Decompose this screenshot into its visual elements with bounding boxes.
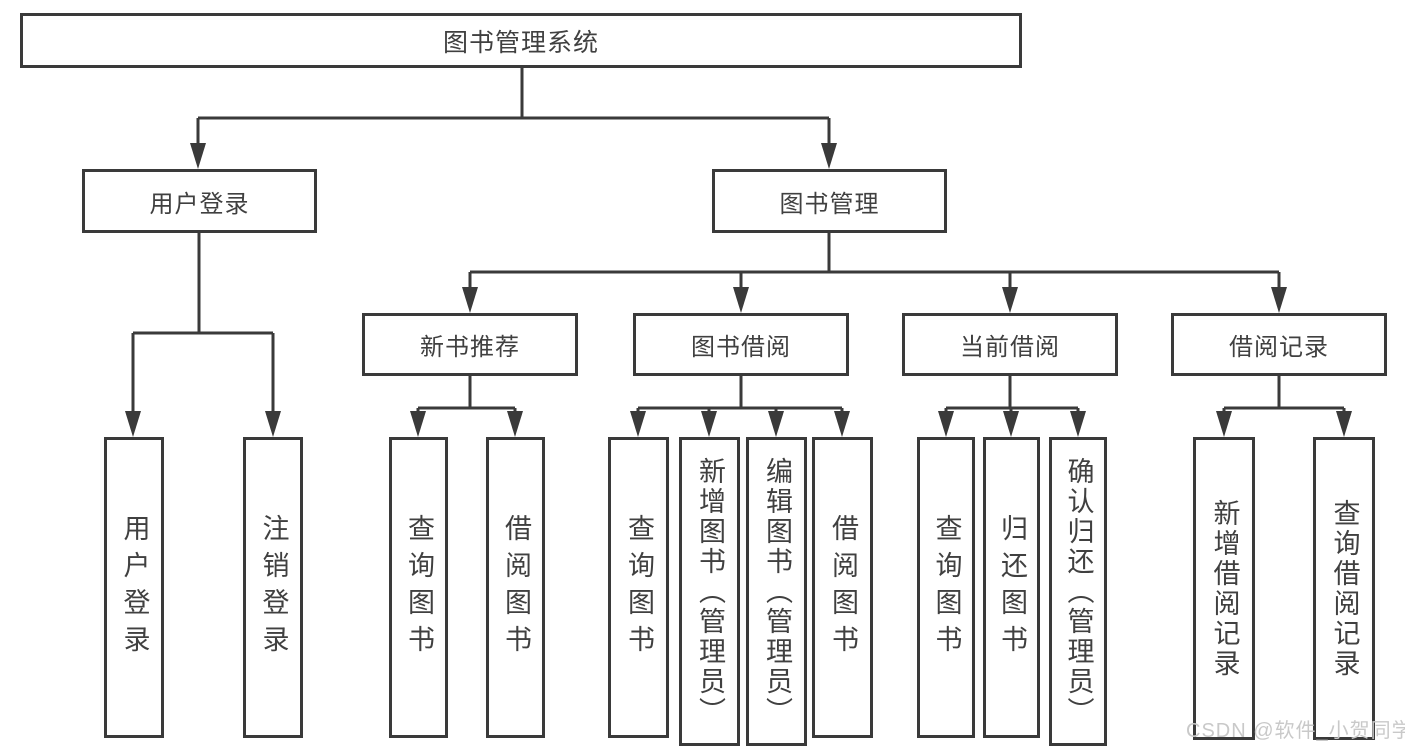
leaf-borrow-add-books-admin-label: 新增图书（管理员） bbox=[695, 456, 725, 727]
node-book-borrow: 图书借阅 bbox=[633, 313, 849, 376]
leaf-user-login: 用户登录 bbox=[104, 437, 164, 738]
node-new-book-recommend: 新书推荐 bbox=[362, 313, 578, 376]
node-system-root: 图书管理系统 bbox=[20, 13, 1022, 68]
leaf-current-confirm-return-admin: 确认归还（管理员） bbox=[1049, 437, 1107, 746]
leaf-borrow-borrow-books: 借阅图书 bbox=[812, 437, 873, 738]
leaf-borrow-edit-books-admin: 编辑图书（管理员） bbox=[746, 437, 807, 746]
leaf-recommend-query-books: 查询图书 bbox=[389, 437, 448, 738]
leaf-records-add-record-label: 新增借阅记录 bbox=[1209, 498, 1240, 679]
arrowheads bbox=[125, 143, 1352, 437]
node-book-management: 图书管理 bbox=[712, 169, 947, 233]
leaf-current-confirm-return-admin-label: 确认归还（管理员） bbox=[1063, 456, 1094, 727]
leaf-current-query-books: 查询图书 bbox=[917, 437, 975, 738]
leaf-records-query-record: 查询借阅记录 bbox=[1313, 437, 1375, 740]
leaf-borrow-add-books-admin: 新增图书（管理员） bbox=[679, 437, 740, 746]
leaf-recommend-query-books-label: 查询图书 bbox=[404, 513, 434, 662]
leaf-recommend-borrow-books: 借阅图书 bbox=[486, 437, 545, 738]
node-borrow-records: 借阅记录 bbox=[1171, 313, 1387, 376]
node-current-borrow: 当前借阅 bbox=[902, 313, 1118, 376]
leaf-current-return-books-label: 归还图书 bbox=[997, 513, 1027, 662]
leaf-logout: 注销登录 bbox=[243, 437, 303, 738]
leaf-logout-label: 注销登录 bbox=[258, 513, 289, 662]
leaf-borrow-query-books: 查询图书 bbox=[608, 437, 669, 738]
leaf-borrow-query-books-label: 查询图书 bbox=[624, 513, 654, 662]
csdn-watermark: CSDN @软件_小贺同学 bbox=[1186, 720, 1405, 742]
leaf-current-query-books-label: 查询图书 bbox=[931, 513, 962, 662]
leaf-records-query-record-label: 查询借阅记录 bbox=[1329, 498, 1360, 679]
leaf-user-login-label: 用户登录 bbox=[119, 513, 150, 662]
node-user-login: 用户登录 bbox=[82, 169, 317, 233]
leaf-borrow-borrow-books-label: 借阅图书 bbox=[828, 513, 858, 662]
leaf-borrow-edit-books-admin-label: 编辑图书（管理员） bbox=[762, 456, 792, 727]
leaf-current-return-books: 归还图书 bbox=[983, 437, 1040, 738]
leaf-recommend-borrow-books-label: 借阅图书 bbox=[501, 513, 531, 662]
leaf-records-add-record: 新增借阅记录 bbox=[1193, 437, 1255, 740]
